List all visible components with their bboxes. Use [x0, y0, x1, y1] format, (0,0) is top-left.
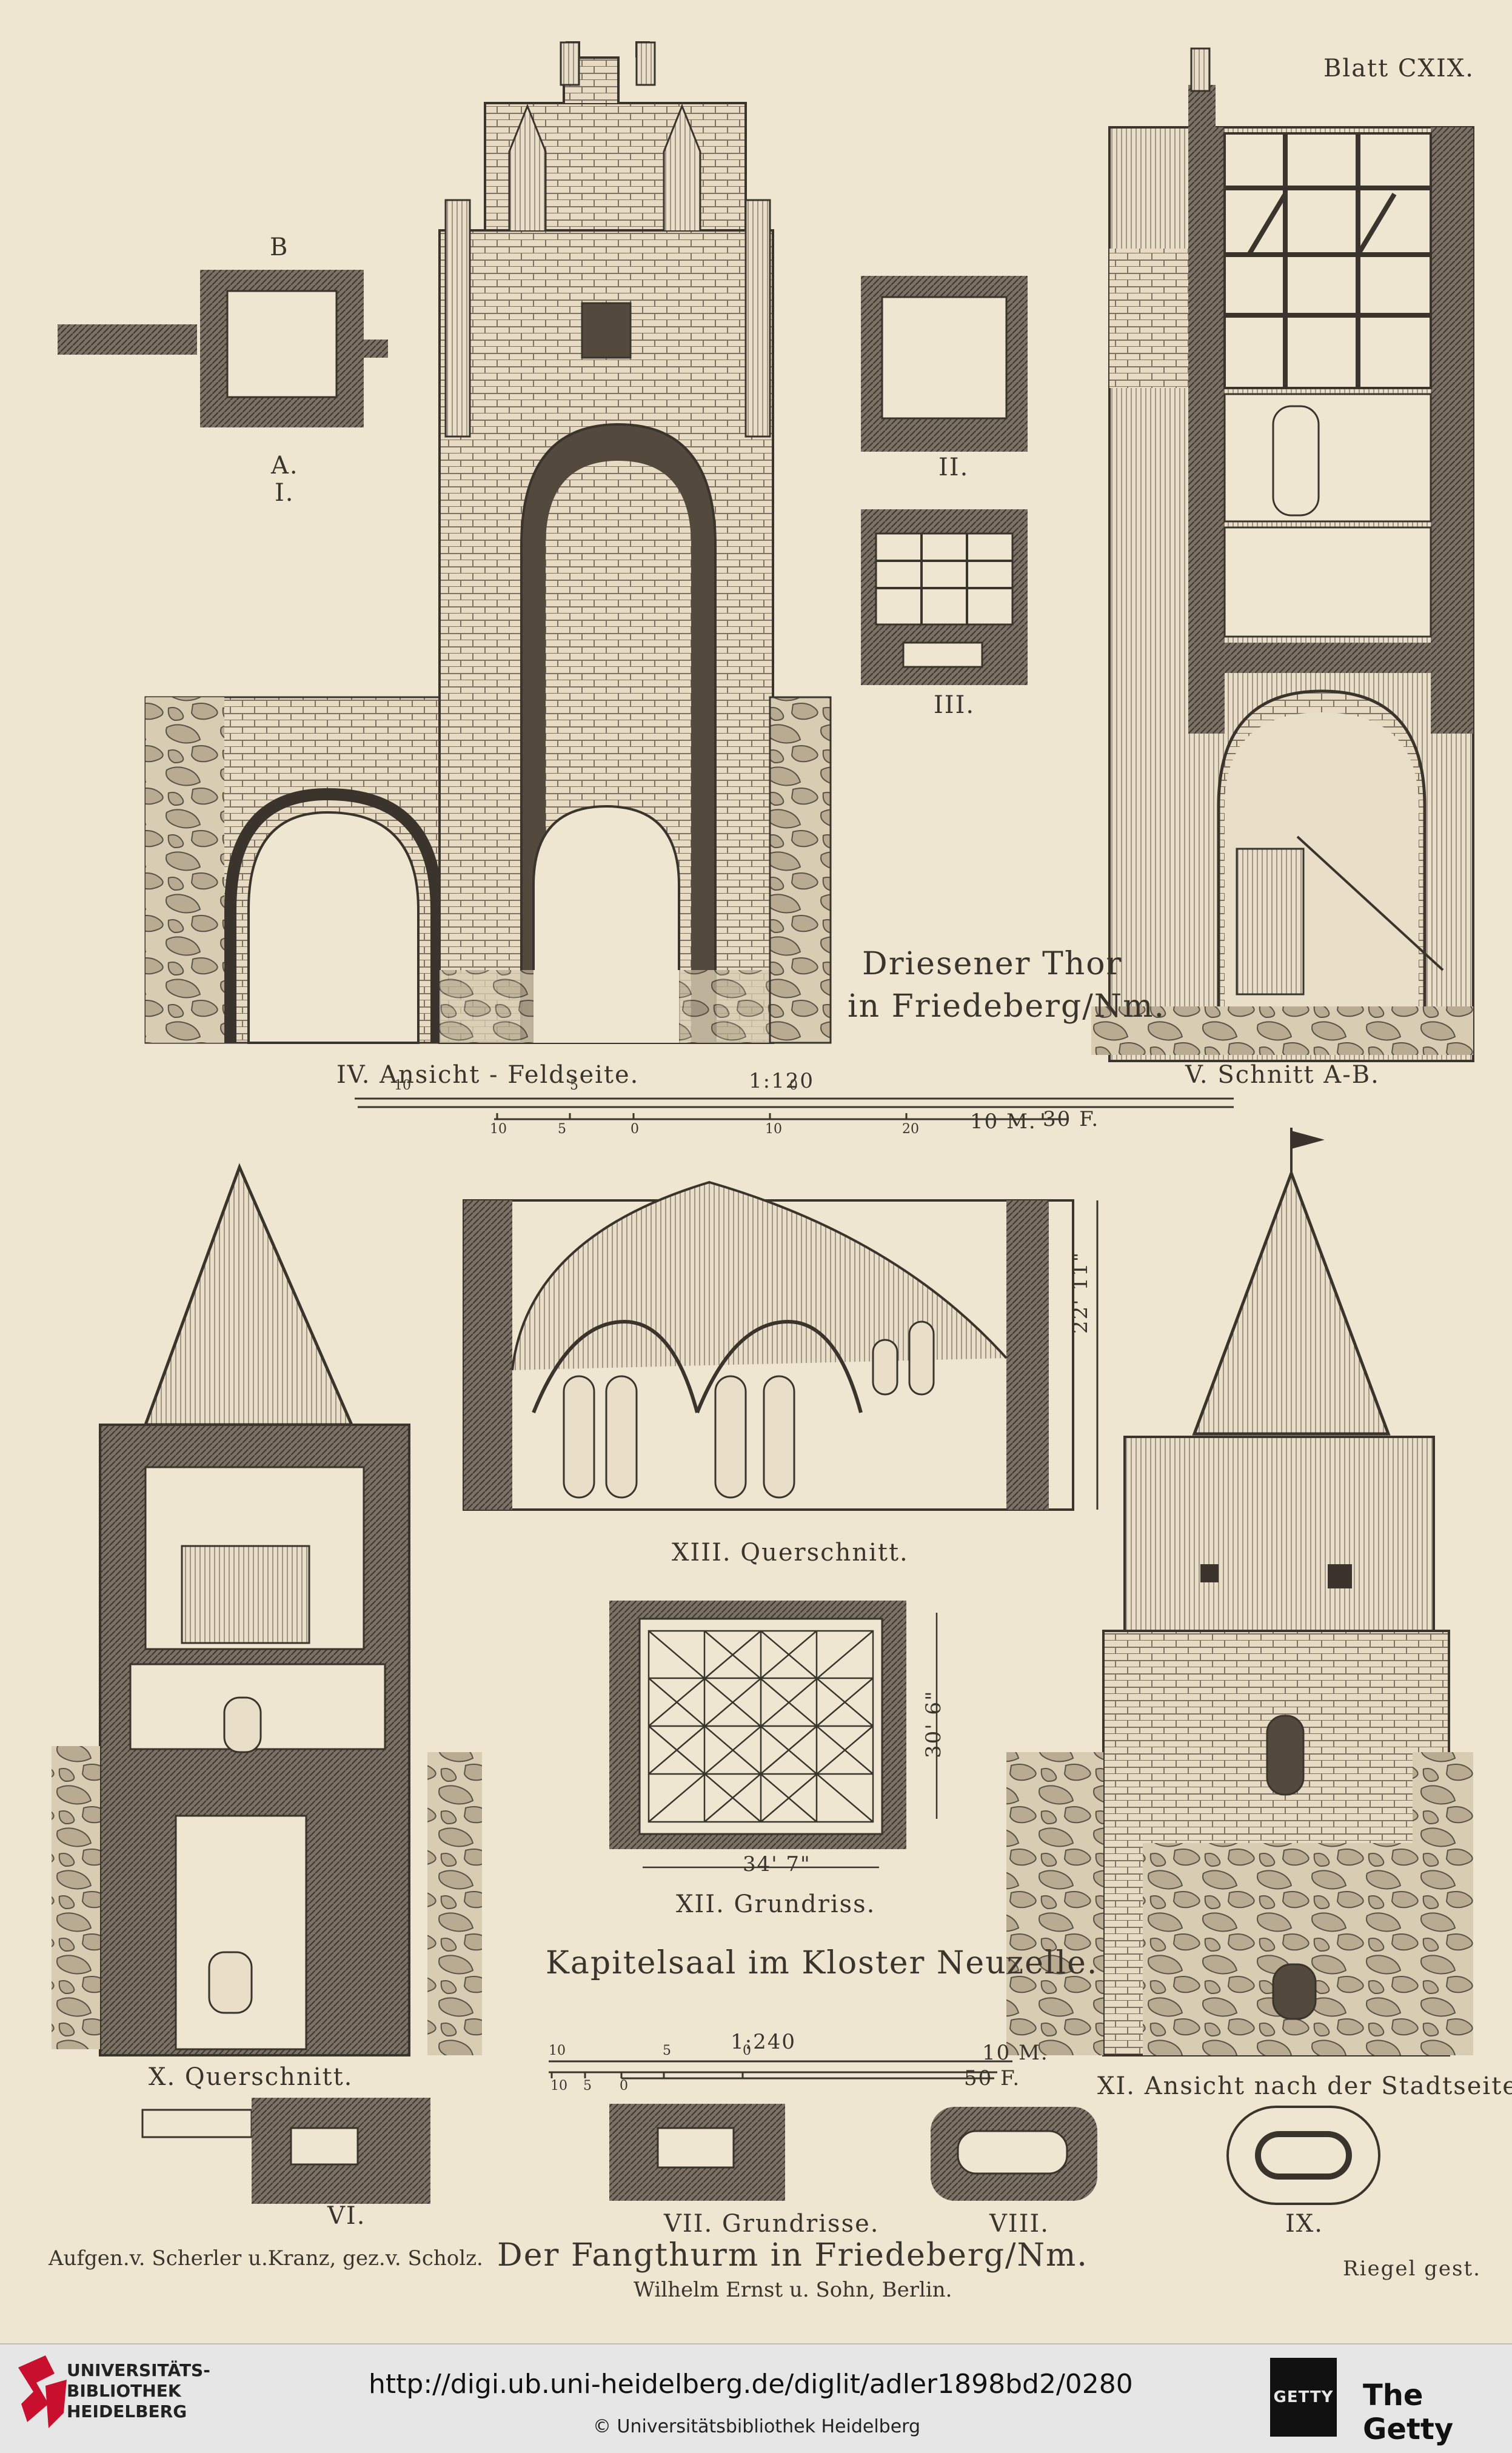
label-IV-ansicht: IV. Ansicht - Feldseite. [336, 1061, 640, 1089]
uni-line1: UNIVERSITÄTS- [67, 2360, 210, 2380]
uni-line3: HEIDELBERG [67, 2401, 187, 2421]
plan-VIII [931, 2107, 1097, 2201]
getty-logo-icon: GETTY [1270, 2358, 1337, 2437]
label-V-schnitt: V. Schnitt A-B. [1185, 1061, 1380, 1089]
kapitelsaal-title: Kapitelsaal im Kloster Neuzelle. [546, 1945, 1099, 1981]
scale-top-f-tick: 5 [558, 1122, 566, 1137]
scale-top-f-tick: 10 [765, 1122, 782, 1137]
driesener-title-line1: Driesener Thor [862, 946, 1123, 982]
scale-bar-top [355, 1097, 1234, 1120]
label-IX: IX. [1285, 2210, 1323, 2238]
plan-label-A: A. [271, 452, 299, 480]
plan-label-II: II. [938, 453, 969, 481]
scale-bottom-f-tick: 10 [550, 2078, 567, 2093]
heidelberg-logo-icon [18, 2355, 67, 2428]
driesener-title-line2: in Friedeberg/Nm. [848, 988, 1166, 1025]
plan-I [58, 270, 388, 427]
publisher-credit: Wilhelm Ernst u. Sohn, Berlin. [634, 2278, 952, 2302]
plan-VII [609, 2104, 785, 2201]
scale-bottom-f-tick: 5 [583, 2078, 592, 2093]
plan-label-III: III. [934, 691, 975, 719]
scale-top-f-tick: 0 [631, 1122, 639, 1137]
dim-XII-depth: 30' 6" [922, 1690, 946, 1758]
scale-bottom-ratio: 1:240 [731, 2030, 796, 2054]
label-XII-grundriss: XII. Grundriss. [676, 1890, 876, 1918]
section-XIII-querschnitt [463, 1180, 1099, 1511]
label-VI: VI. [327, 2202, 366, 2230]
scale-top-f-label: 30 F. [1043, 1107, 1100, 1131]
scale-bottom-m-label: 10 M. [982, 2041, 1049, 2065]
scale-bottom-m-tick: 10 [549, 2043, 566, 2058]
plan-II [861, 276, 1028, 452]
section-X-querschnitt [52, 1163, 482, 2056]
dim-XII-width: 34' 7" [743, 1852, 811, 1876]
label-VIII: VIII. [989, 2210, 1050, 2238]
plan-XII-grundriss [609, 1601, 938, 1869]
engraver-credit: Riegel gest. [1343, 2257, 1481, 2281]
scale-top-m-tick: 5 [570, 1078, 578, 1093]
scale-bottom-f-label: 50 F. [964, 2066, 1021, 2090]
scale-top-m-tick: 0 [789, 1078, 798, 1093]
plate-drawings [52, 41, 1474, 2205]
label-XIII-querschnitt: XIII. Querschnitt. [672, 1539, 909, 1567]
label-VII-grundrisse: VII. Grundrisse. [664, 2210, 880, 2238]
scale-bottom-m-tick: 5 [663, 2043, 671, 2058]
plan-III [861, 509, 1028, 685]
scale-bar-bottom [549, 2060, 1012, 2080]
sheet-number: Blatt CXIX. [1323, 55, 1474, 82]
label-XI-ansicht: XI. Ansicht nach der Stadtseite. [1097, 2072, 1512, 2100]
label-X-querschnitt: X. Querschnitt. [149, 2063, 353, 2091]
scale-top-m-tick: 10 [394, 1078, 411, 1093]
permalink-url[interactable]: http://digi.ub.uni-heidelberg.de/diglit/… [369, 2369, 1133, 2400]
plan-label-B: B [270, 233, 289, 261]
plan-IX [1226, 2106, 1380, 2205]
elevation-IV-feldseite [144, 41, 832, 1044]
elevation-XI-stadtseite [1006, 1128, 1473, 2056]
scale-bottom-f-tick: 0 [620, 2078, 628, 2093]
scale-top-f-tick: 20 [902, 1122, 919, 1137]
credit-surveyors: Aufgen.v. Scherler u.Kranz, gez.v. Schol… [49, 2246, 483, 2271]
scale-top-f-tick: 10 [490, 1122, 507, 1137]
scale-top-ratio: 1:120 [749, 1069, 814, 1093]
footer-bar: UNIVERSITÄTS- BIBLIOTHEK HEIDELBERG http… [0, 2343, 1512, 2453]
plan-label-I: I. [275, 479, 295, 507]
plan-VI [141, 2098, 430, 2204]
uni-line2: BIBLIOTHEK [67, 2381, 181, 2401]
fangthurm-title: Der Fangthurm in Friedeberg/Nm. [497, 2237, 1088, 2274]
scale-top-m-label: 10 M. [970, 1109, 1037, 1134]
lithograph-plate: Blatt CXIX. B A. I. II. III. Driesener T… [49, 41, 1512, 2302]
dim-XIII-height: 22' 11" [1068, 1251, 1092, 1334]
getty-name: The Getty [1363, 2378, 1454, 2446]
scale-bottom-m-tick: 0 [743, 2043, 751, 2058]
heidelberg-library-name: UNIVERSITÄTS- BIBLIOTHEK HEIDELBERG [67, 2360, 210, 2422]
copyright-notice: © Universitätsbibliothek Heidelberg [593, 2416, 921, 2437]
section-V-schnitt-AB [1091, 47, 1474, 1062]
